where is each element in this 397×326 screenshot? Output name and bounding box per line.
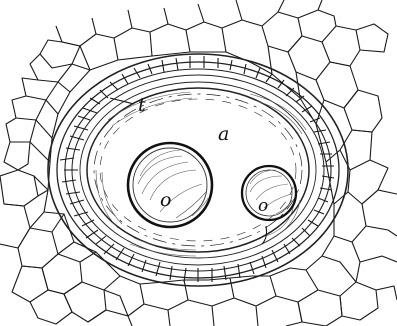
label-t: t: [138, 94, 146, 116]
small-spherical-body: [242, 166, 296, 220]
label-o-large: o: [160, 189, 171, 211]
label-o-small: o: [258, 196, 268, 216]
label-a: a: [218, 123, 229, 145]
inner-wall-hatching: [96, 92, 306, 256]
large-spherical-body: [128, 143, 212, 227]
